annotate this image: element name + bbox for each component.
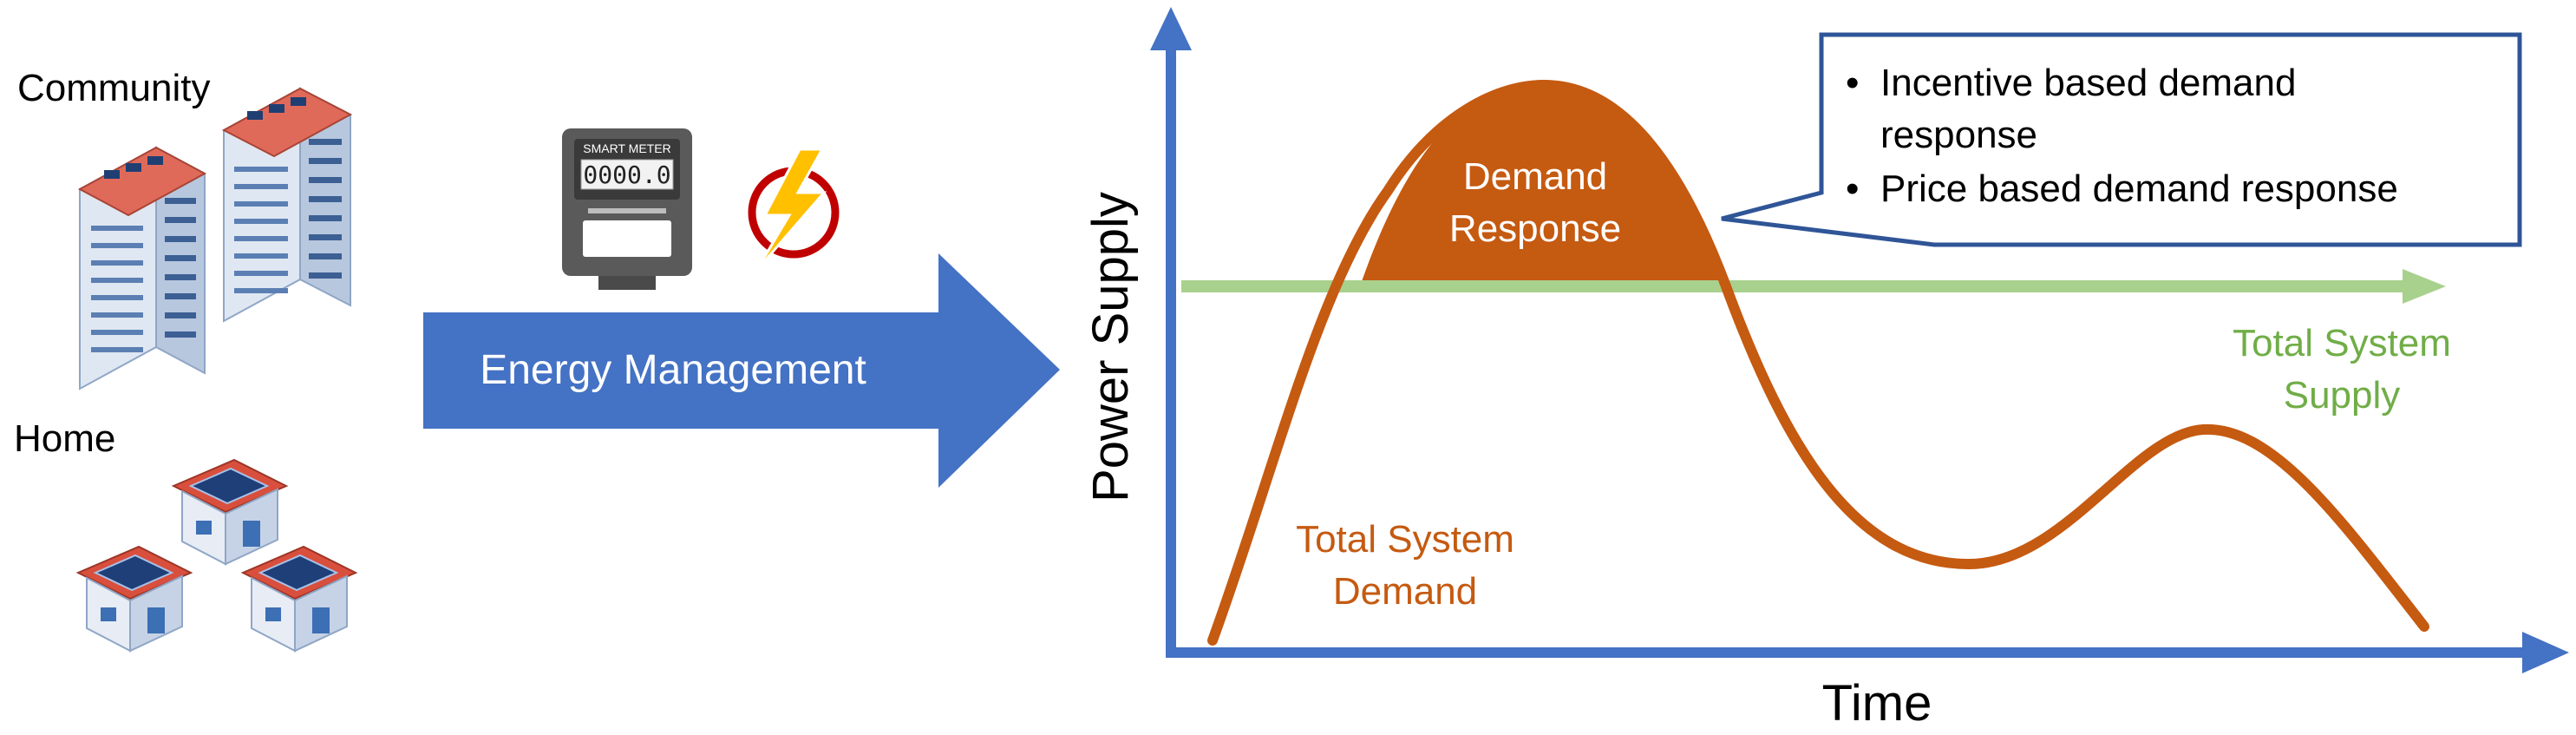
callout-item-incentive-line1: Incentive based demand [1880, 62, 2296, 104]
demand-response-label-line2: Response [1449, 207, 1621, 250]
demand-response-callout: • Incentive based demand response • Pric… [1721, 32, 2522, 247]
house-icon [171, 458, 289, 566]
x-axis-arrowhead [2522, 632, 2569, 673]
callout-item-bullet: • [1846, 62, 1859, 104]
demand-response-label-line1: Demand [1463, 155, 1607, 198]
supply-arrowhead [2403, 269, 2446, 304]
apartment-building-icon [77, 146, 207, 390]
meter-reading: 0000.0 [583, 161, 670, 189]
total-system-supply-label-line1: Total System [2233, 322, 2451, 364]
apartment-building-icon [221, 87, 353, 323]
house-icon [240, 545, 358, 653]
total-system-supply-label-line2: Supply [2284, 374, 2401, 417]
callout-item-incentive-line2: response [1880, 114, 2037, 156]
callout-item-price: Price based demand response [1880, 167, 2398, 210]
community-group: Community [17, 67, 353, 390]
x-axis-label: Time [1822, 675, 1932, 732]
energy-management-label: Energy Management [480, 347, 866, 393]
total-system-demand-curve [1207, 79, 2429, 646]
callout-item-bullet: • [1846, 167, 1859, 210]
lightning-bolt-icon [748, 148, 840, 272]
total-system-demand-label-line2: Demand [1333, 570, 1477, 613]
house-icon [75, 545, 193, 653]
home-group: Home [14, 417, 358, 653]
community-label: Community [17, 67, 211, 109]
total-system-demand-label-line1: Total System [1296, 518, 1514, 561]
smart-meter-icon: SMART METER 0000.0 [562, 128, 692, 290]
demand-chart: Power Supply Time Demand Response Total … [1082, 7, 2569, 732]
meter-title: SMART METER [583, 141, 670, 155]
energy-management-arrow: Energy Management [423, 253, 1060, 488]
home-label: Home [14, 417, 115, 460]
y-axis-arrowhead [1150, 7, 1192, 50]
y-axis-label: Power Supply [1082, 192, 1139, 502]
demand-response-area [1360, 85, 1722, 286]
